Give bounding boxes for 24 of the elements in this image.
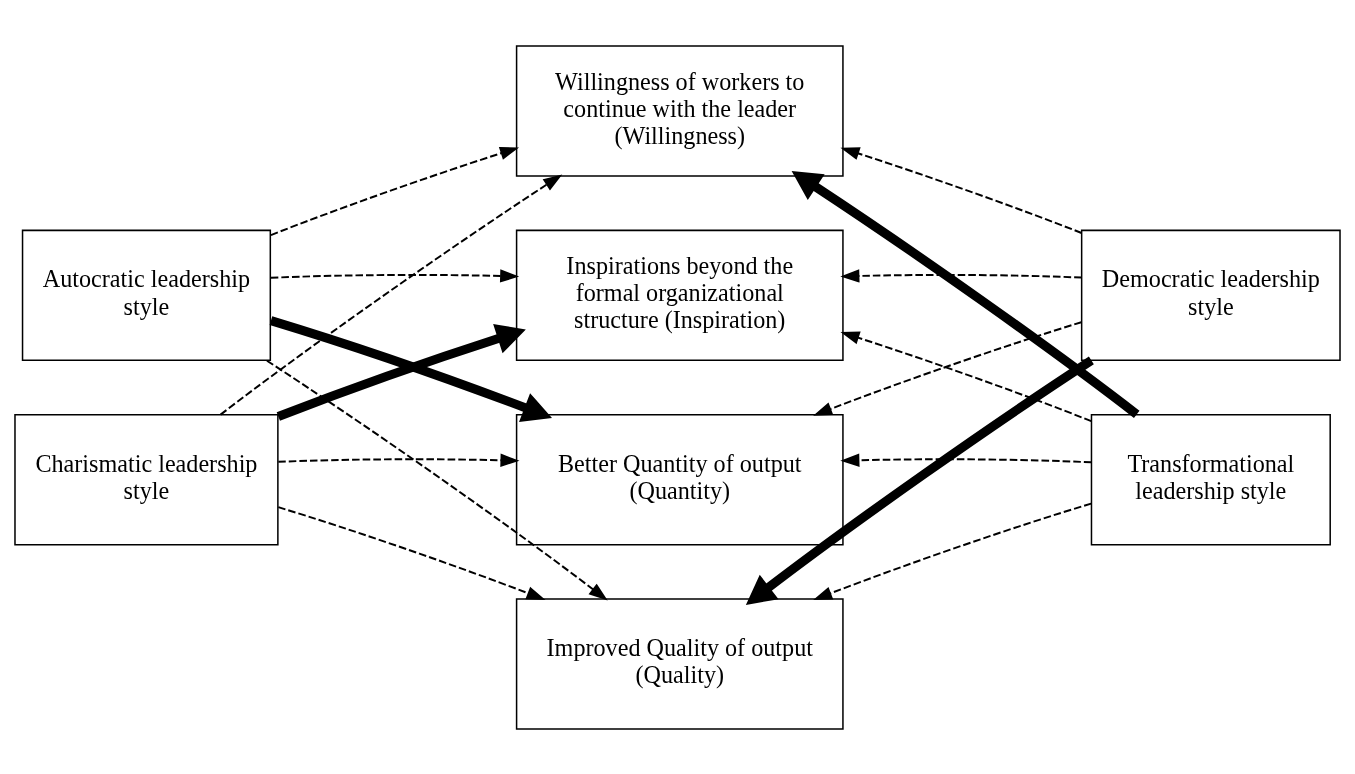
node-box: Autocratic leadership style bbox=[21, 229, 272, 361]
arrow bbox=[840, 268, 1083, 283]
arrow bbox=[745, 356, 1094, 605]
arrow bbox=[269, 315, 552, 422]
node-box: Improved Quality of output (Quality) bbox=[515, 597, 844, 730]
arrow bbox=[269, 146, 520, 236]
node-box: Willingness of workers to continue with the leader (Willingness) bbox=[515, 44, 844, 177]
arrow bbox=[813, 502, 1093, 600]
arrow bbox=[840, 453, 1093, 467]
arrow bbox=[276, 323, 526, 421]
node-box: Democratic leadership style bbox=[1080, 229, 1341, 361]
arrow bbox=[269, 268, 520, 283]
arrow bbox=[277, 453, 520, 467]
node-box: Better Quantity of output (Quantity) bbox=[515, 413, 844, 545]
node-box: Transformational leadership style bbox=[1090, 413, 1331, 545]
node-box: Charismatic leadership style bbox=[14, 413, 279, 545]
arrow bbox=[277, 505, 546, 600]
arrow bbox=[219, 173, 563, 416]
arrow bbox=[265, 359, 608, 601]
arrow bbox=[791, 170, 1140, 418]
arrow bbox=[840, 331, 1093, 422]
node-box: Inspirations beyond the formal organizational structure (Inspiration) bbox=[515, 229, 844, 361]
arrow bbox=[813, 320, 1083, 416]
arrow bbox=[840, 146, 1083, 234]
